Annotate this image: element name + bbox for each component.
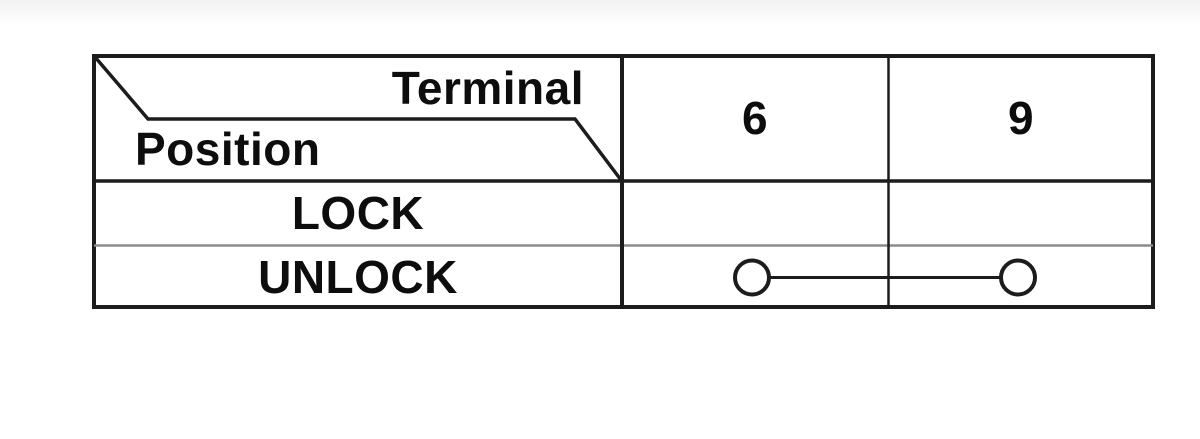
corner-terminal-label: Terminal [391, 62, 584, 114]
terminal-column-header-6: 6 [741, 92, 769, 144]
header-diagonal-divider [93, 55, 623, 182]
continuity-terminal-9-circle [999, 258, 1037, 297]
continuity-connection-unlock [733, 258, 1037, 297]
continuity-terminal-6-circle [733, 258, 771, 297]
row-label-unlock: UNLOCK [258, 250, 458, 303]
terminal-column-header-9: 9 [1007, 92, 1035, 144]
scan-top-shading [0, 0, 1200, 26]
row-label-lock: LOCK [291, 187, 425, 239]
corner-position-label: Position [135, 123, 321, 175]
table-lines [92, 54, 1155, 309]
